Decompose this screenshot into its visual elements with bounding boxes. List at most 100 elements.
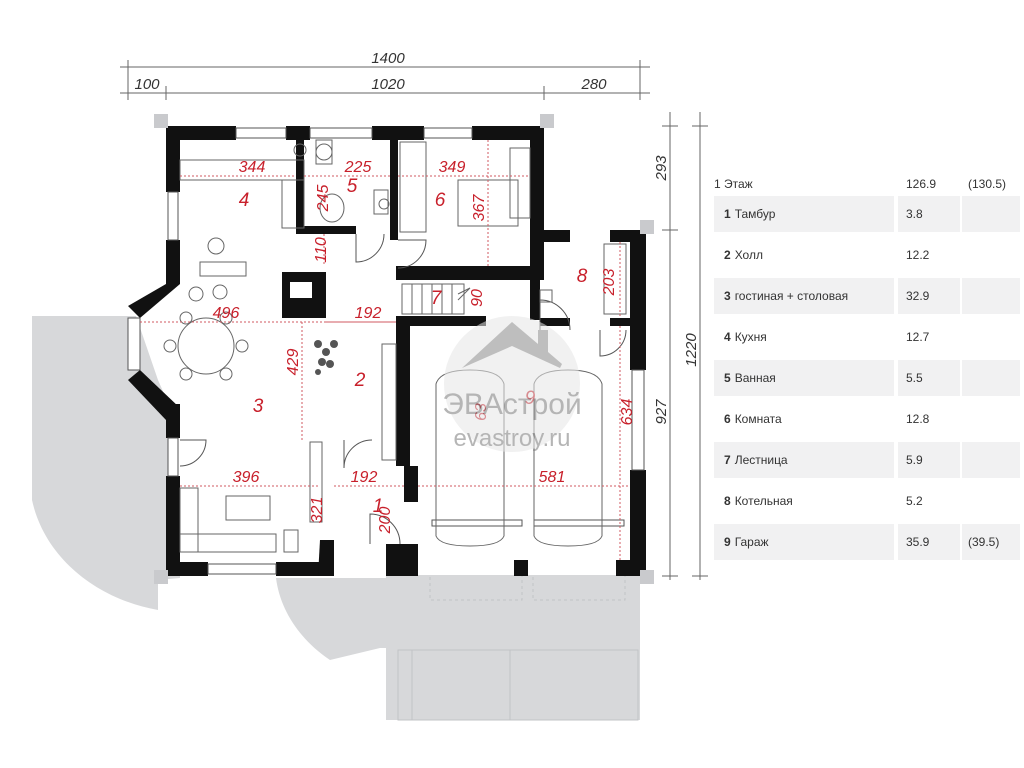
wall-left-mid (166, 240, 180, 284)
dim-total-depth: 1220 (683, 333, 700, 367)
room-number: 1 (724, 207, 731, 221)
room-area: 12.7 (906, 330, 930, 344)
dim-top-right-depth: 293 (653, 155, 670, 182)
wall-right-top (530, 126, 544, 270)
pillar (514, 560, 528, 576)
room-area: 35.9 (898, 524, 960, 560)
living-plant (314, 340, 338, 375)
room-name: Котельная (734, 494, 793, 508)
inner-dim: 321 (309, 497, 326, 524)
wall-boiler-bottom (540, 318, 570, 326)
room-label-8: 8 (577, 266, 588, 287)
inner-dim: 349 (439, 159, 466, 176)
inner-dim: 396 (233, 469, 260, 486)
room-label-3: 3 (253, 396, 264, 417)
dimension-texts: 1400 100 1020 280 293 1220 927 (134, 50, 700, 425)
left-terrace (32, 316, 180, 610)
room-number: 4 (724, 330, 731, 344)
watermark-house-icon (462, 322, 562, 368)
room-number: 5 (724, 371, 731, 385)
room-total (962, 442, 1020, 478)
legend-floor-area: 126.9 (906, 177, 937, 191)
room-number: 2 (724, 248, 731, 262)
legend-floor: 1 Этаж (714, 177, 753, 191)
wall-bay-upper (128, 284, 180, 318)
wall-left-low (166, 404, 180, 438)
inner-dim: 225 (344, 159, 372, 176)
watermark: ЭВАстрой evastroy.ru (442, 316, 582, 452)
wall-left-bottom (166, 476, 180, 576)
front-terrace (276, 578, 640, 720)
dim-overall-width: 1400 (371, 50, 405, 67)
room-total (962, 319, 1020, 355)
room-area: 12.8 (906, 412, 930, 426)
core-void (290, 282, 312, 298)
room-number: 3 (724, 289, 731, 303)
wall-entry-right (404, 466, 418, 502)
room-label-1: 1 (373, 496, 384, 517)
room-total: (39.5) (962, 524, 1020, 560)
walls (128, 126, 646, 576)
wall-right-upper (530, 230, 570, 242)
inner-dim: 429 (285, 349, 302, 376)
room-name: Гараж (734, 535, 769, 549)
wall-boiler-bottom2 (610, 318, 630, 326)
wall-garage-left (396, 316, 410, 466)
room-label-6: 6 (435, 190, 446, 211)
room-total (962, 196, 1020, 232)
wall-mid-horiz (396, 266, 544, 280)
room-area: 32.9 (898, 278, 960, 314)
wall-bottom-angle (318, 540, 334, 576)
inner-dim: 200 (377, 507, 394, 535)
wall-left-top (166, 126, 180, 192)
room-name: Кухня (734, 330, 767, 344)
room-name: Ванная (734, 371, 776, 385)
watermark-site: evastroy.ru (454, 425, 571, 452)
room-name: Холл (734, 248, 763, 262)
dim-left-offset: 100 (134, 76, 160, 93)
room-total (962, 360, 1020, 396)
wall-bath-bottom (296, 226, 356, 234)
inner-dim: 192 (355, 305, 382, 322)
wall-garage-bottom (616, 560, 646, 576)
room-label-4: 4 (239, 190, 250, 211)
inner-dim: 581 (539, 469, 566, 486)
dimension-lines (120, 60, 708, 580)
wall-room6-left (390, 140, 398, 240)
wall-garage-right (630, 230, 646, 370)
inner-dim: 203 (601, 269, 618, 297)
legend-header: 1 Этаж 126.9 (130.5) (714, 172, 1020, 196)
room-label-5: 5 (347, 176, 358, 197)
wall-top-a (166, 126, 236, 140)
room-area: 5.2 (906, 494, 923, 508)
porch-pad (386, 570, 640, 648)
doors (179, 233, 627, 545)
corner-caps (154, 114, 654, 584)
inner-dim: 367 (471, 194, 488, 222)
dim-right-offset: 280 (580, 76, 607, 93)
red-dimension-guides (140, 140, 630, 560)
room-label-2: 2 (354, 370, 366, 391)
room-total (962, 483, 1020, 519)
room-number: 9 (724, 535, 731, 549)
dim-main-width: 1020 (371, 76, 405, 93)
room-name: гостиная + столовая (734, 289, 849, 303)
windows (127, 127, 645, 575)
inner-dim: 245 (315, 185, 332, 213)
wall-top-d (472, 126, 544, 140)
inner-dim: 192 (351, 469, 378, 486)
room-number: 6 (724, 412, 731, 426)
room-name: Лестница (734, 453, 788, 467)
wall-boiler-left (530, 280, 540, 320)
